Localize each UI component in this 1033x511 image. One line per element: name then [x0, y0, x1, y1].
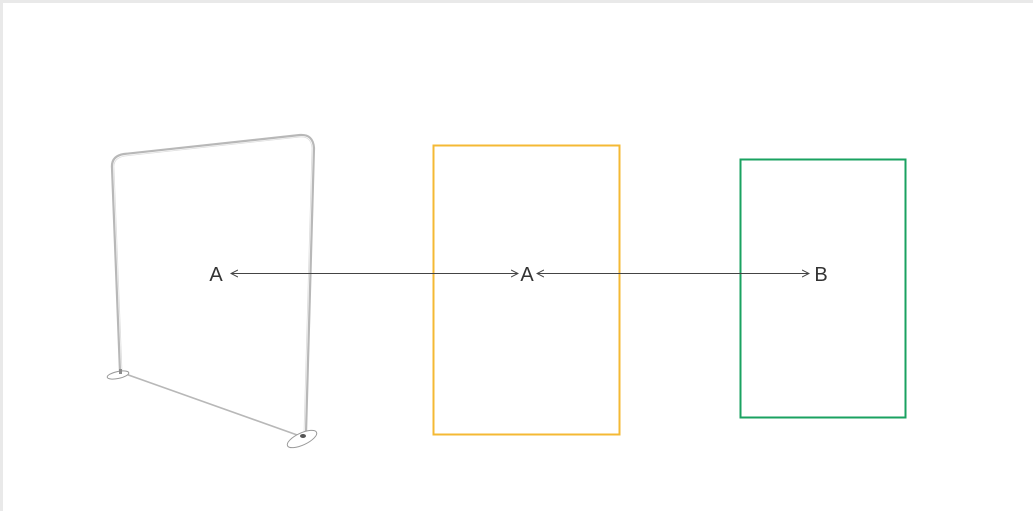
green-rectangle — [739, 158, 907, 419]
frame-outline — [110, 133, 316, 434]
left-foot-pin — [119, 369, 122, 374]
frame-bottom-rail — [119, 371, 301, 437]
frame-inner-line — [113, 136, 313, 434]
label-a-left: A — [209, 264, 223, 286]
label-a-middle: A — [520, 264, 534, 286]
right-foot-pin — [300, 434, 306, 438]
canvas — [3, 3, 1033, 511]
fabric-frame-illustration — [106, 133, 318, 449]
label-b-right: B — [814, 264, 827, 286]
yellow-rectangle — [432, 144, 621, 436]
left-foot — [106, 370, 130, 380]
right-foot — [286, 429, 318, 449]
